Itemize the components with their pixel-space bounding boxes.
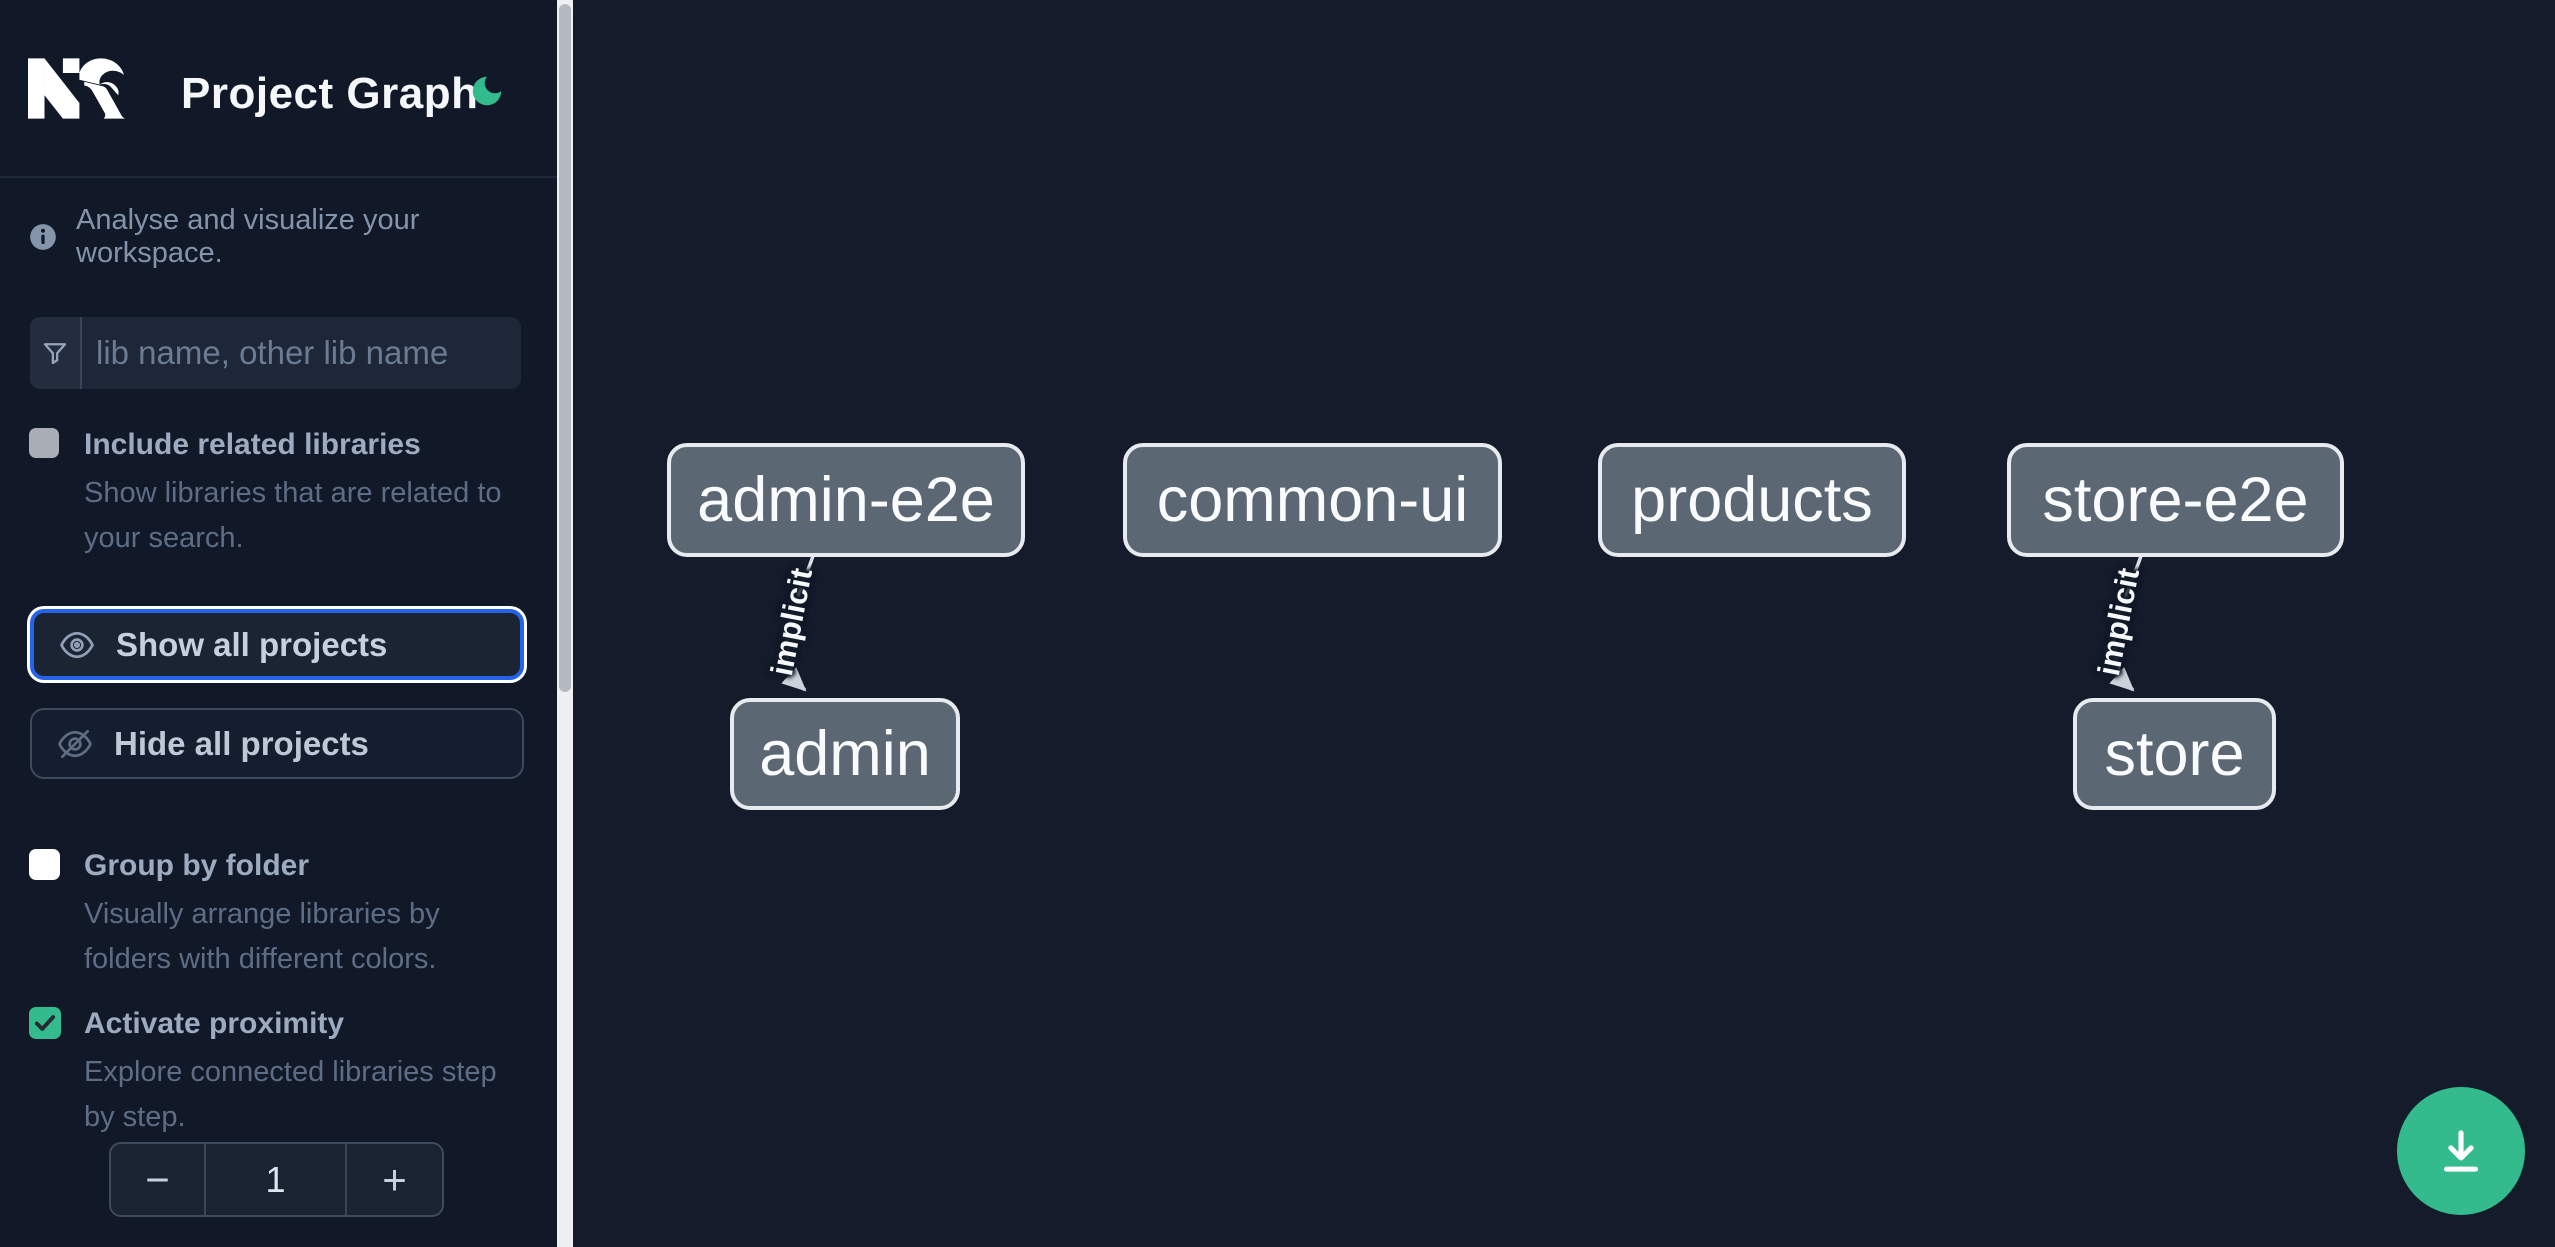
header-divider	[0, 176, 557, 178]
funnel-icon	[30, 317, 82, 389]
option-description: Explore connected libraries step by step…	[84, 1056, 497, 1133]
workspace-info-banner: Analyse and visualize your workspace.	[29, 204, 529, 270]
project-graph-canvas[interactable]: implicit implicit admin-e2e common-ui pr…	[573, 0, 2555, 1247]
sidebar: Project Graph Analyse and visualize your…	[0, 0, 573, 1247]
filter-input[interactable]	[82, 317, 521, 389]
moon-icon	[472, 76, 502, 106]
page-title: Project Graph	[181, 69, 479, 118]
proximity-depth-stepper: − 1 +	[109, 1142, 444, 1217]
eye-icon	[60, 631, 94, 658]
project-node-store-e2e[interactable]: store-e2e	[2007, 443, 2344, 557]
group-by-folder-checkbox[interactable]	[29, 849, 60, 880]
edge-admin-e2e-to-admin	[781, 555, 815, 692]
option-description: Visually arrange libraries by folders wi…	[84, 898, 440, 975]
project-node-common-ui[interactable]: common-ui	[1123, 443, 1502, 557]
theme-toggle-button[interactable]	[468, 72, 506, 110]
download-icon	[2443, 1130, 2479, 1172]
project-node-store[interactable]: store	[2073, 698, 2276, 810]
project-node-admin-e2e[interactable]: admin-e2e	[667, 443, 1025, 557]
option-label: Include related libraries	[84, 428, 421, 461]
graph-edges	[781, 555, 2143, 692]
scrollbar-thumb[interactable]	[559, 4, 571, 692]
nx-logo	[28, 58, 125, 119]
info-icon	[30, 224, 56, 250]
hide-all-projects-label: Hide all projects	[114, 724, 369, 762]
option-include-related-libraries: Include related libraries Show libraries…	[29, 426, 529, 561]
option-label: Group by folder	[84, 849, 309, 882]
filter-search-box	[30, 317, 521, 389]
option-description: Show libraries that are related to your …	[84, 477, 502, 554]
include-related-checkbox[interactable]	[29, 428, 59, 458]
project-node-admin[interactable]: admin	[730, 698, 960, 810]
increment-button[interactable]: +	[345, 1144, 442, 1215]
decrement-button[interactable]: −	[111, 1144, 206, 1215]
activate-proximity-checkbox[interactable]	[29, 1007, 61, 1039]
option-activate-proximity: Activate proximity Explore connected lib…	[29, 1005, 529, 1140]
sidebar-scrollbar[interactable]	[557, 0, 573, 1247]
option-group-by-folder: Group by folder Visually arrange librari…	[29, 847, 529, 982]
download-graph-button[interactable]	[2397, 1087, 2525, 1215]
hide-all-projects-button[interactable]: Hide all projects	[30, 708, 524, 779]
proximity-depth-value: 1	[265, 1158, 286, 1200]
show-all-projects-label: Show all projects	[116, 625, 388, 663]
info-text: Analyse and visualize your workspace.	[76, 204, 420, 269]
project-node-products[interactable]: products	[1598, 443, 1906, 557]
check-icon	[34, 1015, 56, 1031]
edge-store-e2e-to-store	[2109, 555, 2143, 692]
eye-off-icon	[58, 729, 92, 758]
show-all-projects-button[interactable]: Show all projects	[30, 609, 524, 680]
sidebar-header: Project Graph	[0, 0, 557, 176]
option-label: Activate proximity	[84, 1007, 345, 1040]
